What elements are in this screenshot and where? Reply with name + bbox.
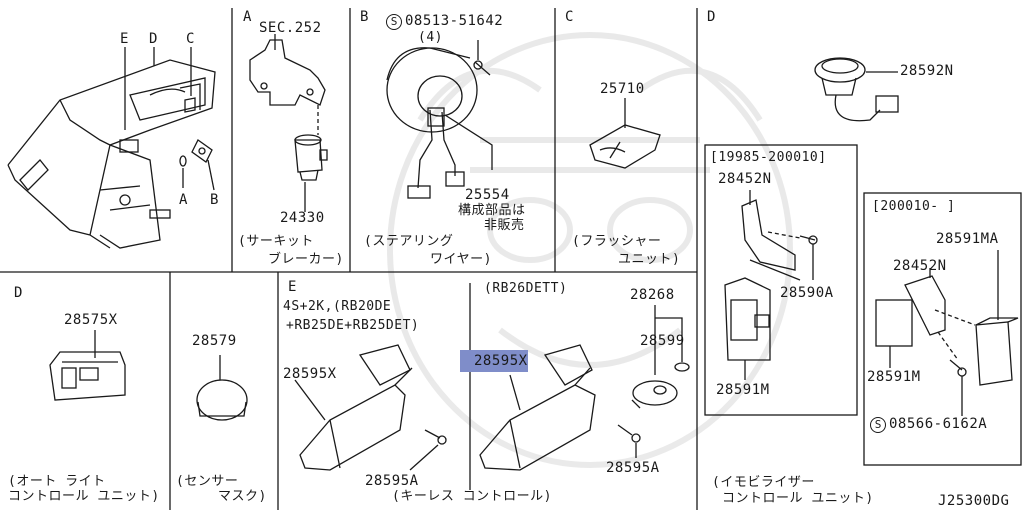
sensor-mask-drawing <box>196 355 248 421</box>
part-25710: 25710 <box>600 81 645 97</box>
keyless-unit-right-drawing <box>479 305 690 471</box>
variant-range-1: [19985-200010] <box>710 150 827 165</box>
callout-d: D <box>149 31 158 47</box>
steering-wire-drawing <box>386 40 493 199</box>
auto-light-unit-drawing <box>49 330 126 401</box>
ref-sec-252: SEC.252 <box>259 20 322 36</box>
variant-box-200010 <box>863 192 1022 466</box>
part-28591ma: 28591MA <box>936 231 999 247</box>
part-28591m-a: 28591M <box>716 382 770 398</box>
part-28595a-right: 28595A <box>606 460 660 476</box>
variant-box-19985 <box>704 144 858 416</box>
note-not-sold-2: 非販売 <box>484 218 525 233</box>
note-not-sold-1: 構成部品は <box>458 203 526 218</box>
caption-circuit-breaker-1: (サーキット <box>238 234 314 249</box>
panel-e-letter: E <box>288 279 297 295</box>
panel-d-letter: D <box>707 9 716 25</box>
part-28595x-right: 28595X <box>474 353 528 369</box>
screw-symbol-icon: S <box>386 14 402 30</box>
panel-b-letter: B <box>360 9 369 25</box>
panel-a-letter: A <box>243 9 252 25</box>
circuit-breaker-drawing <box>249 34 328 212</box>
screw-symbol-icon: S <box>870 417 886 433</box>
part-28599: 28599 <box>640 333 685 349</box>
panel-c-letter: C <box>565 9 574 25</box>
key-switch-drawing <box>814 57 899 122</box>
caption-sensor-mask-1: (センサー <box>176 474 239 489</box>
variant-range-2: [200010- ] <box>872 199 956 214</box>
part-28579: 28579 <box>192 333 237 349</box>
part-28595a-left: 28595A <box>365 473 419 489</box>
bolt-08513-51642: 08513-51642 <box>405 13 504 29</box>
immobilizer-bracket-2-drawing <box>875 250 1019 416</box>
caption-immobilizer-1: (イモビライザー <box>712 475 815 490</box>
part-25554: 25554 <box>465 187 510 203</box>
caption-flasher-1: (フラッシャー <box>572 234 662 249</box>
part-28452n-b: 28452N <box>893 258 947 274</box>
highlight-28595x <box>460 350 528 372</box>
screw-08566-6162a: 08566-6162A <box>889 416 988 432</box>
callout-a: A <box>179 192 188 208</box>
caption-steering-wire-2: ワイヤー) <box>430 252 492 267</box>
part-28592n: 28592N <box>900 63 954 79</box>
caption-auto-light-1: (オート ライト <box>8 474 106 489</box>
callout-e: E <box>120 31 129 47</box>
bolt-quantity: (4) <box>418 30 443 45</box>
callout-b: B <box>210 192 219 208</box>
part-28268: 28268 <box>630 287 675 303</box>
keyless-unit-left-drawing <box>294 344 447 471</box>
caption-steering-wire-1: (ステアリング <box>364 234 454 249</box>
dashboard-overview-drawing <box>7 47 216 249</box>
caption-auto-light-2: コントロール ユニット) <box>8 489 160 504</box>
part-28452n-a: 28452N <box>718 171 772 187</box>
diagram-code: J25300DG <box>938 493 1010 509</box>
part-28591m-b: 28591M <box>867 369 921 385</box>
caption-flasher-2: ユニット) <box>618 252 681 267</box>
immobilizer-bracket-1-drawing <box>724 190 818 380</box>
part-28575x: 28575X <box>64 312 118 328</box>
watermark-mascot <box>387 32 793 468</box>
caption-circuit-breaker-2: ブレーカー) <box>268 252 344 267</box>
flasher-unit-drawing <box>589 98 661 169</box>
part-24330: 24330 <box>280 210 325 226</box>
condition-rb26dett: (RB26DETT) <box>484 281 568 296</box>
callout-c: C <box>186 31 195 47</box>
caption-keyless: (キーレス コントロール) <box>392 489 552 504</box>
caption-immobilizer-2: コントロール ユニット) <box>722 491 874 506</box>
condition-rb25de: +RB25DE+RB25DET) <box>286 318 420 333</box>
condition-rb20de: 4S+2K,(RB20DE <box>283 299 392 314</box>
part-28595x-left: 28595X <box>283 366 337 382</box>
caption-sensor-mask-2: マスク) <box>218 489 267 504</box>
panel-d-left-letter: D <box>14 285 23 301</box>
part-28590a: 28590A <box>780 285 834 301</box>
